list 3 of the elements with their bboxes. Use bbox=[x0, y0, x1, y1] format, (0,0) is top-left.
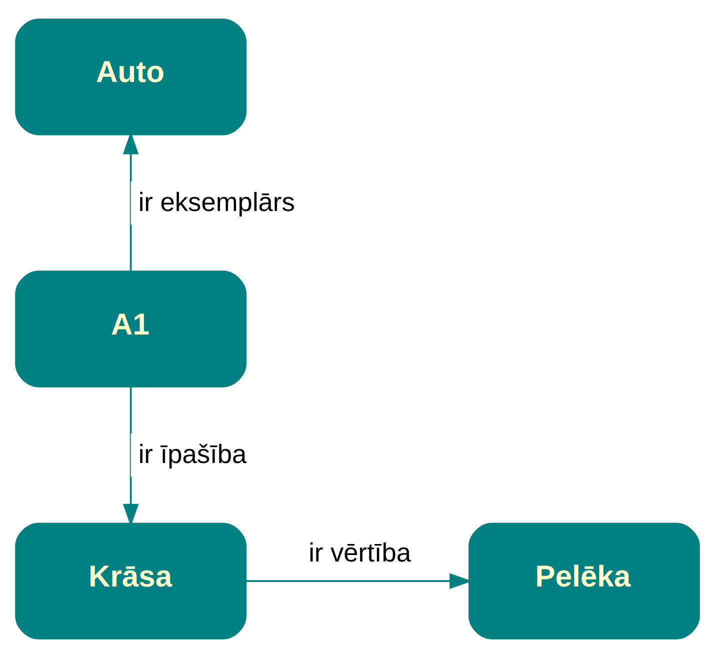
edge-label: ir eksemplārs bbox=[138, 186, 295, 216]
edge-label: ir vērtība bbox=[308, 537, 412, 568]
edge-label: ir īpašība bbox=[138, 438, 247, 468]
